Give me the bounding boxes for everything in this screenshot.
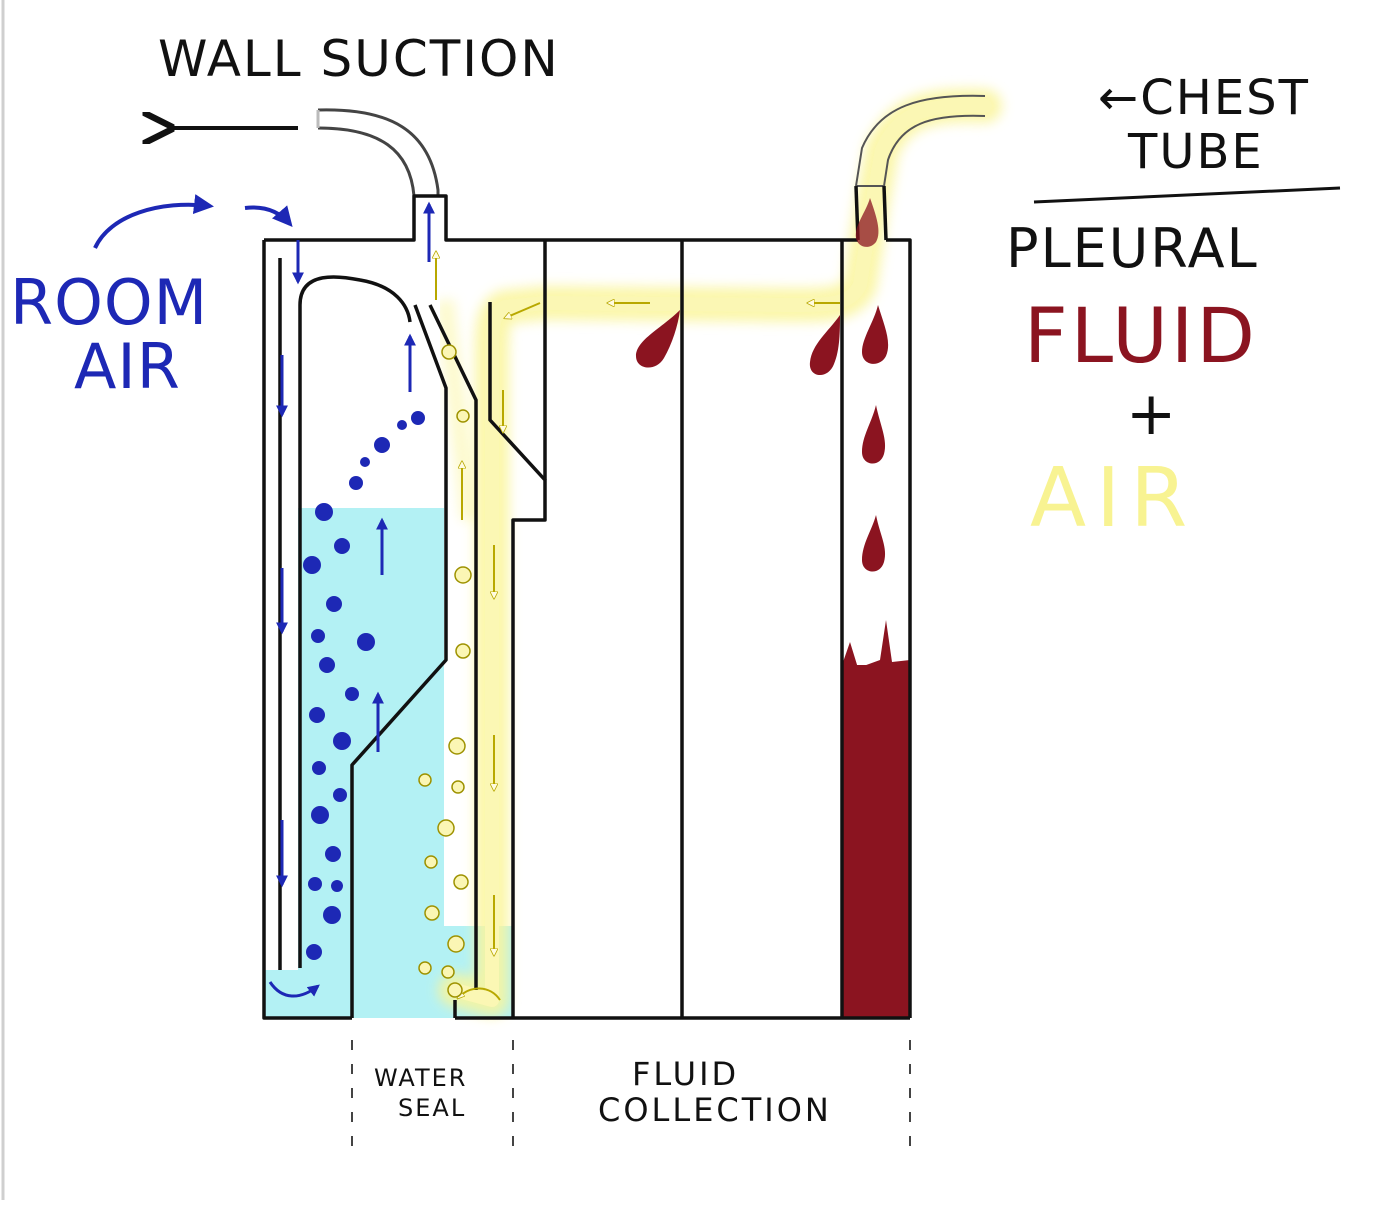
section-separators xyxy=(351,1040,911,1150)
room-air-label-line1: ROOM xyxy=(10,266,209,339)
chest-tube-divider xyxy=(1033,186,1341,204)
fluid-collection-label-line1: FLUID xyxy=(632,1055,740,1093)
room-air-arrow-2 xyxy=(244,205,293,228)
collected-fluid xyxy=(842,665,910,1017)
collected-fluid-splash xyxy=(842,620,910,672)
pleural-fluid-drops xyxy=(636,198,889,572)
water-seal-label-line1: WATER xyxy=(374,1064,468,1092)
room-air-label-line2: AIR xyxy=(74,330,181,403)
room-air-bubbles xyxy=(303,411,425,960)
chest-tube xyxy=(855,94,986,187)
pleural-label: PLEURAL xyxy=(1006,217,1259,280)
air-label: AIR xyxy=(1030,451,1198,546)
chest-tube-label-line2: TUBE xyxy=(1128,124,1264,180)
wall-suction-tube xyxy=(316,108,440,197)
plus-label: + xyxy=(1126,379,1177,449)
room-air-flow-arrows xyxy=(268,201,435,998)
chest-tube-label-line1: ←CHEST xyxy=(1098,70,1310,126)
room-air-arrow xyxy=(93,194,214,249)
pleural-air-flow-arrows xyxy=(436,252,840,1001)
drainage-unit-outline xyxy=(262,185,912,1020)
pleural-air-water-seal-glow xyxy=(436,298,479,522)
pleural-air-bubbles xyxy=(418,344,472,998)
fluid-label: FLUID xyxy=(1024,291,1258,380)
water-seal-label-line2: SEAL xyxy=(398,1094,467,1122)
fluid-collection-label-line2: COLLECTION xyxy=(598,1091,832,1129)
wall-suction-label: WALL SUCTION xyxy=(158,30,560,88)
